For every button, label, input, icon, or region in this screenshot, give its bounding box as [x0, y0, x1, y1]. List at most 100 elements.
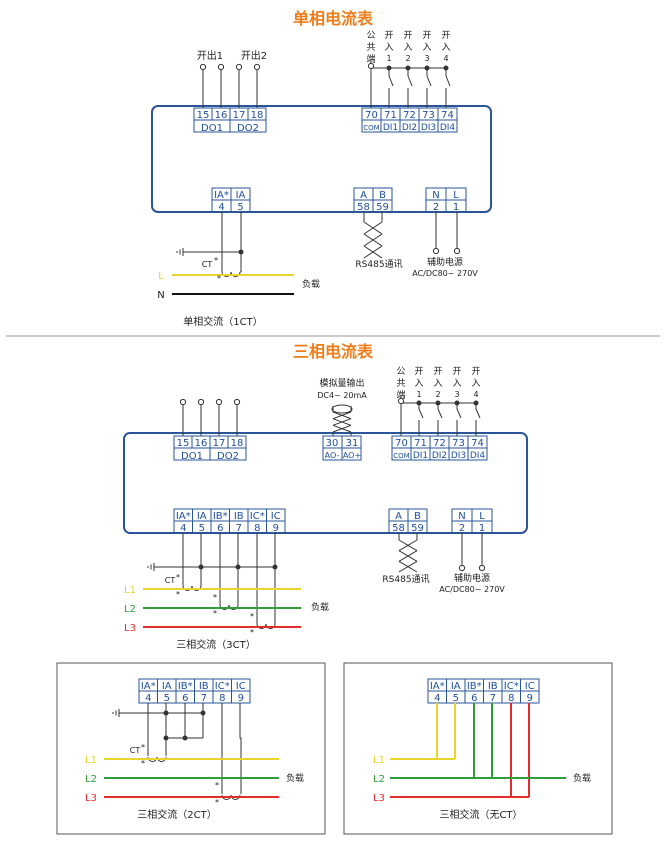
three-rs485-label: RS485通讯	[382, 574, 429, 585]
three-di-sub: COM	[393, 452, 409, 460]
single-di-input-label: 入	[403, 42, 412, 53]
twoct-wire	[239, 703, 242, 794]
single-di-sub: DI3	[421, 123, 436, 133]
three-do-ring	[179, 398, 187, 406]
three-di-sub: DI3	[451, 451, 466, 461]
single-do-block-number: 16	[215, 110, 228, 121]
terminal-ring	[397, 397, 405, 405]
three-ct-number: 9	[273, 523, 279, 534]
three-ct-number: 7	[236, 523, 242, 534]
three-di-number: 71	[414, 438, 427, 449]
twoct-dot	[163, 735, 169, 741]
three-line-L3-label: L3	[124, 623, 136, 634]
twoct-coil-a	[147, 756, 167, 762]
single-rs-label: B	[379, 190, 386, 201]
three-do-ring	[215, 398, 223, 406]
twoct-ct-label: CT	[130, 746, 141, 755]
three-di-com-label: 公	[396, 366, 405, 377]
single-ct-number: 4	[218, 202, 224, 213]
three-di-input-label: 入	[471, 378, 480, 389]
single-ct-number: 5	[237, 202, 243, 213]
three-di-sub: DI4	[470, 451, 486, 461]
twoct-dot	[163, 710, 169, 716]
three-di-switch	[418, 408, 424, 419]
single-rs485-twist	[363, 233, 383, 247]
twoct-ct-number: 5	[164, 693, 170, 704]
three-ao-sub: AO+	[343, 451, 361, 460]
three-ct-label: IC*	[250, 511, 265, 522]
three-ct-number: 5	[199, 523, 205, 534]
three-do-block-number: 17	[213, 438, 226, 449]
noct-ct-number: 7	[490, 693, 496, 704]
twoct-ct-number: 4	[145, 693, 151, 704]
terminal-ring	[478, 564, 486, 572]
three-rs-label: B	[414, 511, 421, 522]
single-meter-box	[151, 105, 492, 213]
three-ct-star: *	[176, 573, 180, 582]
three-power-label: N	[458, 511, 465, 522]
twoct-L1-label: L1	[85, 755, 97, 766]
three-ct-label: IA	[197, 511, 207, 522]
three-di-switch	[437, 408, 443, 419]
twoct-ct-star: *	[215, 781, 219, 790]
single-di-sub: DI1	[383, 123, 398, 133]
three-ct-label: CT	[165, 576, 176, 585]
twoct-ct-label: IA	[162, 681, 172, 692]
twoct-ct-star: *	[141, 743, 145, 752]
single-power-label: L	[453, 190, 459, 201]
single-di-input-label: 开	[384, 30, 393, 41]
three-rs485-twist	[398, 560, 418, 573]
three-ao-twist	[332, 411, 352, 420]
terminal-ring	[235, 63, 243, 71]
single-rs485-label: RS485通讯	[355, 259, 402, 270]
noct-ct-label: IB*	[467, 681, 482, 692]
three-di-input-label: 入	[452, 378, 461, 389]
three-rs485-twist	[398, 534, 418, 540]
single-di-input-label: 入	[384, 42, 393, 53]
three-ct-star: *	[250, 628, 254, 637]
three-power-range: AC/DC80~ 270V	[439, 585, 505, 594]
single-di-input-label: 2	[405, 54, 410, 63]
single-rs485-twist	[363, 245, 383, 259]
single-power-label: N	[432, 190, 439, 201]
single-power-number: 2	[433, 202, 439, 213]
three-ao-range: DC4~ 20mA	[317, 391, 367, 400]
three-di-input-label: 3	[454, 390, 459, 399]
three-power-label: L	[479, 511, 485, 522]
single-do-block-number: 15	[197, 110, 210, 121]
twoct-L2-label: L2	[85, 774, 97, 785]
three-do-block-number: 16	[195, 438, 208, 449]
single-di-input-label: 3	[424, 54, 429, 63]
noct-ct-number: 9	[527, 693, 533, 704]
single-rs-label: A	[360, 190, 367, 201]
three-ct-label: IA*	[176, 511, 191, 522]
three-ao-shield	[331, 404, 353, 414]
three-ct-star: *	[176, 590, 180, 599]
three-di-com-label: 共	[396, 378, 405, 389]
three-rs485-twist	[398, 550, 418, 562]
three-ct-label: IC	[271, 511, 281, 522]
three-di-input-label: 2	[435, 390, 440, 399]
single-rs485-twist	[363, 221, 383, 235]
three-di-sub: DI2	[432, 451, 447, 461]
wiring-layer	[6, 62, 660, 835]
terminal-ring	[253, 63, 261, 71]
three-do-ring	[197, 398, 205, 406]
twoct-ct-label: IB*	[178, 681, 193, 692]
single-di-input-label: 入	[422, 42, 431, 53]
three-do-group: DO2	[217, 451, 239, 462]
single-line-N-label: N	[157, 290, 164, 301]
three-do-block-number: 15	[177, 438, 190, 449]
three-di-number: 72	[433, 438, 446, 449]
three-di-input-label: 开	[452, 366, 461, 377]
single-ct-label: IA	[236, 190, 246, 201]
noct-ct-number: 8	[508, 693, 514, 704]
twoct-ct-number: 9	[238, 693, 244, 704]
three-di-input-label: 入	[414, 378, 423, 389]
single-di-number: 72	[403, 110, 416, 121]
noct-ct-label: IB	[488, 681, 498, 692]
twoct-ct-label: IC	[236, 681, 246, 692]
three-caption: 三相交流（3CT）	[176, 638, 255, 651]
noct-L3-label: L3	[373, 793, 385, 804]
three-di-number: 73	[452, 438, 465, 449]
